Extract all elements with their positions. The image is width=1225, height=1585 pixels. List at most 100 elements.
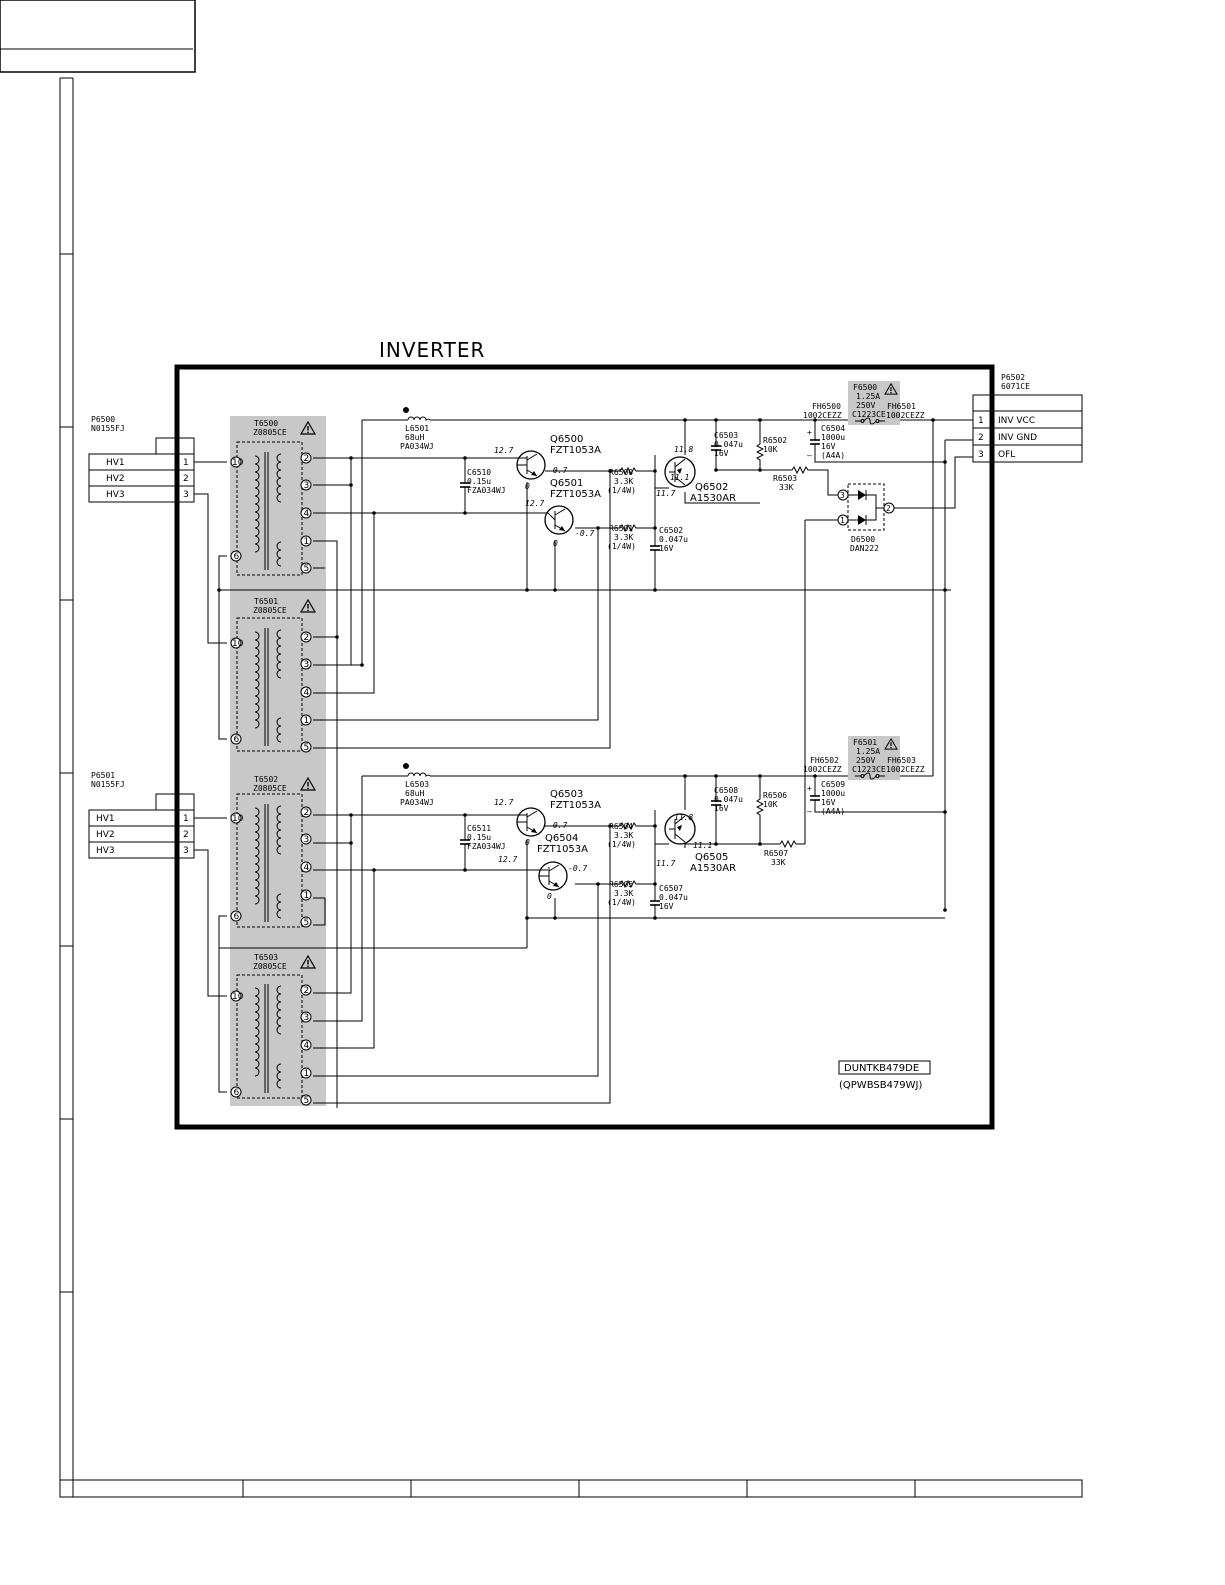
capacitor-c6507: C6507 0.047u 16V [649,884,688,911]
svg-text:16V: 16V [821,798,836,807]
svg-text:10K: 10K [763,800,778,809]
transistor-q6500: Q6500 FZT1053A 12.7 -0.7 0 [494,434,601,491]
svg-text:0.047u: 0.047u [659,535,688,544]
capacitor-c6502: C6502 0.047u 16V [649,526,688,556]
svg-text:FZT1053A: FZT1053A [550,445,601,456]
svg-text:F6501: F6501 [853,738,877,747]
svg-text:FZA034WJ: FZA034WJ [467,842,506,851]
svg-text:R6501: R6501 [609,524,633,533]
transformer-pin-label: 3 [304,835,310,845]
svg-text:1: 1 [183,458,189,468]
svg-text:Q6500: Q6500 [550,434,583,445]
svg-text:FH6501: FH6501 [887,402,916,411]
capacitor-c6509: + – C6509 1000u 16V (A4A) [807,780,845,816]
svg-text:FZT1053A: FZT1053A [537,844,588,855]
connector-p6501: P6501 N0155FJ HV1 HV2 HV3 1 2 3 [88,771,195,859]
svg-text:12.7: 12.7 [525,499,544,508]
transformer-pin-label: 1 [304,716,310,726]
svg-text:16V: 16V [821,442,836,451]
svg-text:+: + [807,428,812,437]
svg-text:33K: 33K [771,858,786,867]
svg-text:L6501: L6501 [405,424,429,433]
resistor-r6503: R6503 33K [773,466,812,492]
svg-text:C6503: C6503 [714,431,738,440]
transformer-pin-label: 2 [304,633,310,643]
svg-text:(A4A): (A4A) [821,451,845,460]
svg-text:T6501: T6501 [254,597,278,606]
transformer-pin-label: 10 [232,992,244,1002]
transformer-t6503: T6503 Z0805CE [236,953,316,1099]
transformer-shade [230,416,326,1106]
svg-text:2: 2 [978,433,984,443]
transformer-pin-label: 1 [304,891,310,901]
transformer-pin-label: 2 [304,454,310,464]
transformer-pin-label: 10 [232,814,244,824]
svg-text:FH6502: FH6502 [810,756,839,765]
transformer-pin-label: 2 [304,808,310,818]
svg-text:HV2: HV2 [106,474,125,484]
svg-text:INV GND: INV GND [998,433,1037,443]
svg-text:68uH: 68uH [405,433,424,442]
svg-text:Z0805CE: Z0805CE [253,428,287,437]
svg-text:1.25A: 1.25A [856,747,880,756]
svg-text:L6503: L6503 [405,780,429,789]
capacitor-c6503: C6503 0.047u 16V [710,431,743,458]
resistor-r6501: R6501 3.3K (1/4W) [607,524,640,551]
resistor-r6507: R6507 33K [764,840,800,867]
svg-text:1002CEZZ: 1002CEZZ [803,411,842,420]
svg-text:C6508: C6508 [714,786,738,795]
svg-text:–: – [807,807,812,816]
transformer-pin-label: 5 [304,918,310,928]
svg-text:10K: 10K [763,445,778,454]
svg-text:DUNTKB479DE: DUNTKB479DE [844,1063,919,1074]
title-block-box [0,0,196,73]
svg-text:11.8: 11.8 [674,445,693,454]
fuse-f6500: F6500 1.25A 250V C1223CE [848,381,900,425]
svg-text:+: + [807,784,812,793]
transistor-q6505: Q6505 A1530AR 11.8 11.1 11.7 [656,813,736,874]
svg-text:0.047u: 0.047u [714,795,743,804]
resistor-r6504: R6504 3.3K (1/4W) [607,822,640,849]
diagram-title: INVERTER [379,338,485,362]
transformer-pin-label: 10 [232,458,244,468]
svg-text:12.7: 12.7 [494,446,513,455]
svg-text:0.047u: 0.047u [714,440,743,449]
svg-text:Z0805CE: Z0805CE [253,784,287,793]
transformer-pin-label: 3 [304,660,310,670]
svg-text:-0.7: -0.7 [575,529,594,538]
svg-text:250V: 250V [856,401,875,410]
svg-text:FZT1053A: FZT1053A [550,489,601,500]
svg-text:HV1: HV1 [106,458,125,468]
transformer-pin-label: 6 [234,735,240,745]
svg-text:1: 1 [183,814,189,824]
transformer-pin-label: 3 [304,481,310,491]
svg-text:3: 3 [978,450,984,460]
svg-text:2: 2 [886,504,891,513]
transformer-pin-label: 10 [232,639,244,649]
svg-text:1002CEZZ: 1002CEZZ [886,411,925,420]
svg-text:R6507: R6507 [764,849,788,858]
svg-text:0: 0 [553,539,558,548]
svg-text:3.3K: 3.3K [614,831,633,840]
transformer-pin-label: 4 [304,688,310,698]
svg-text:Z0805CE: Z0805CE [253,606,287,615]
svg-text:C1223CE: C1223CE [852,410,886,419]
svg-text:C6507: C6507 [659,884,683,893]
connector-p6502: P6502 6071CE 1 2 3 INV VCC INV GND OFL [972,373,1083,463]
svg-text:1000u: 1000u [821,433,845,442]
svg-text:3.3K: 3.3K [614,533,633,542]
transformer-pin-label: 1 [304,1069,310,1079]
svg-text:C6509: C6509 [821,780,845,789]
capacitor-c6504: + – C6504 1000u 16V (A4A) [807,424,845,460]
svg-text:16V: 16V [714,804,729,813]
svg-text:HV2: HV2 [96,830,115,840]
svg-text:0.15u: 0.15u [467,477,491,486]
svg-text:R6500: R6500 [609,468,633,477]
svg-text:DAN222: DAN222 [850,544,879,553]
svg-text:Z0805CE: Z0805CE [253,962,287,971]
svg-text:68uH: 68uH [405,789,424,798]
transformer-pin-label: 6 [234,552,240,562]
svg-text:–: – [807,451,812,460]
svg-text:3.3K: 3.3K [614,889,633,898]
